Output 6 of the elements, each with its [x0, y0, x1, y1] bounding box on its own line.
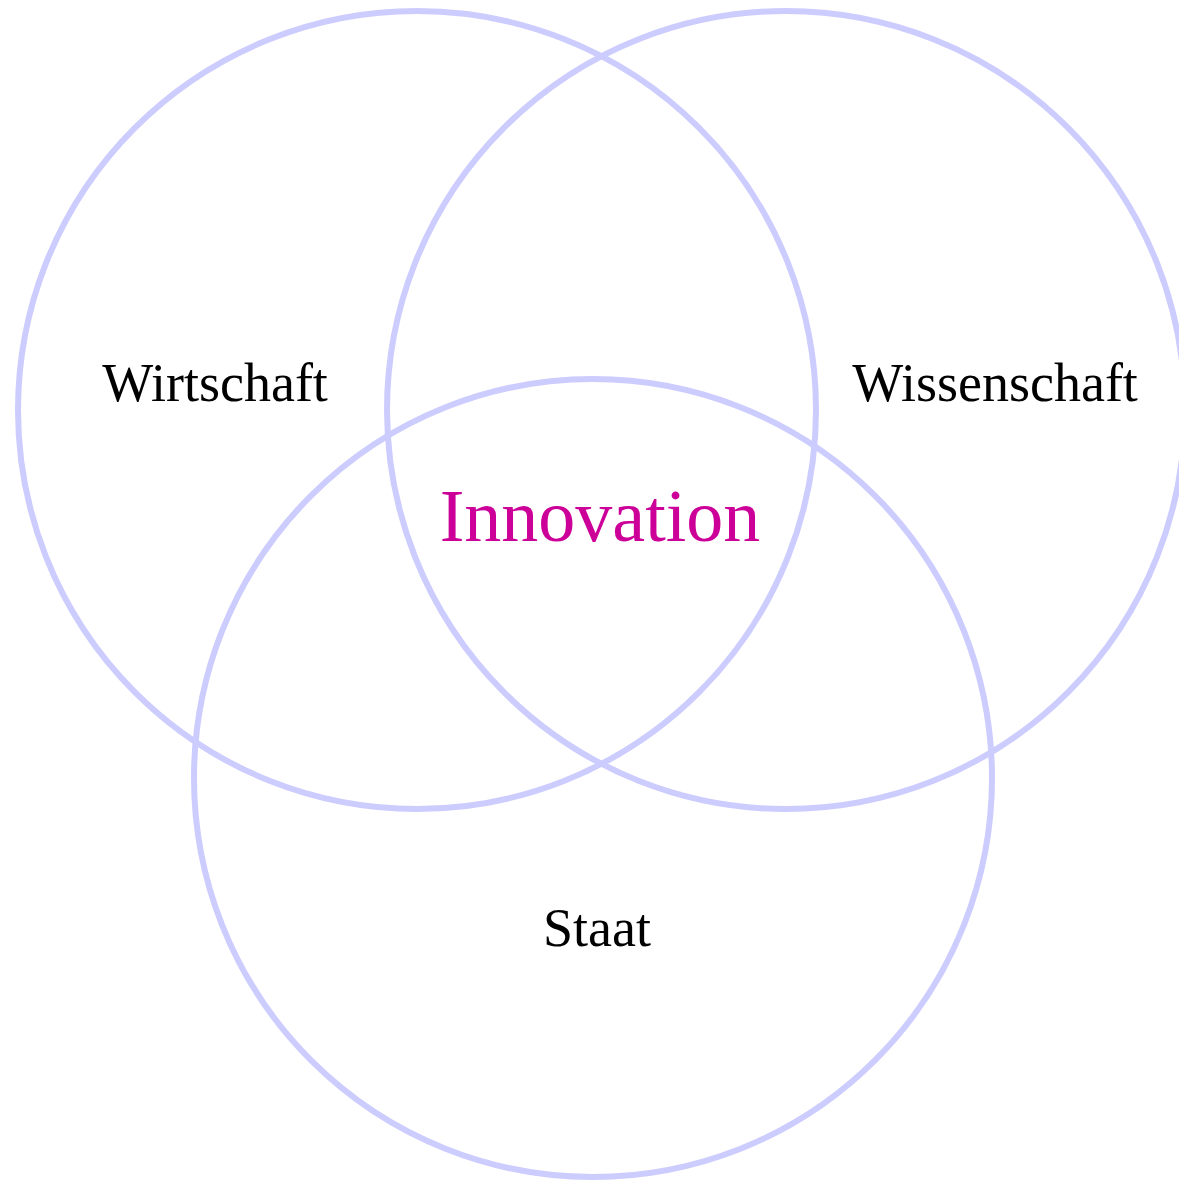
venn-circle: [15, 8, 819, 812]
set-label: Wissenschaft: [852, 356, 1138, 410]
venn-circle: [384, 8, 1179, 812]
set-label: Wirtschaft: [102, 356, 328, 410]
intersection-label: Innovation: [439, 479, 761, 553]
set-label: Staat: [543, 901, 651, 955]
